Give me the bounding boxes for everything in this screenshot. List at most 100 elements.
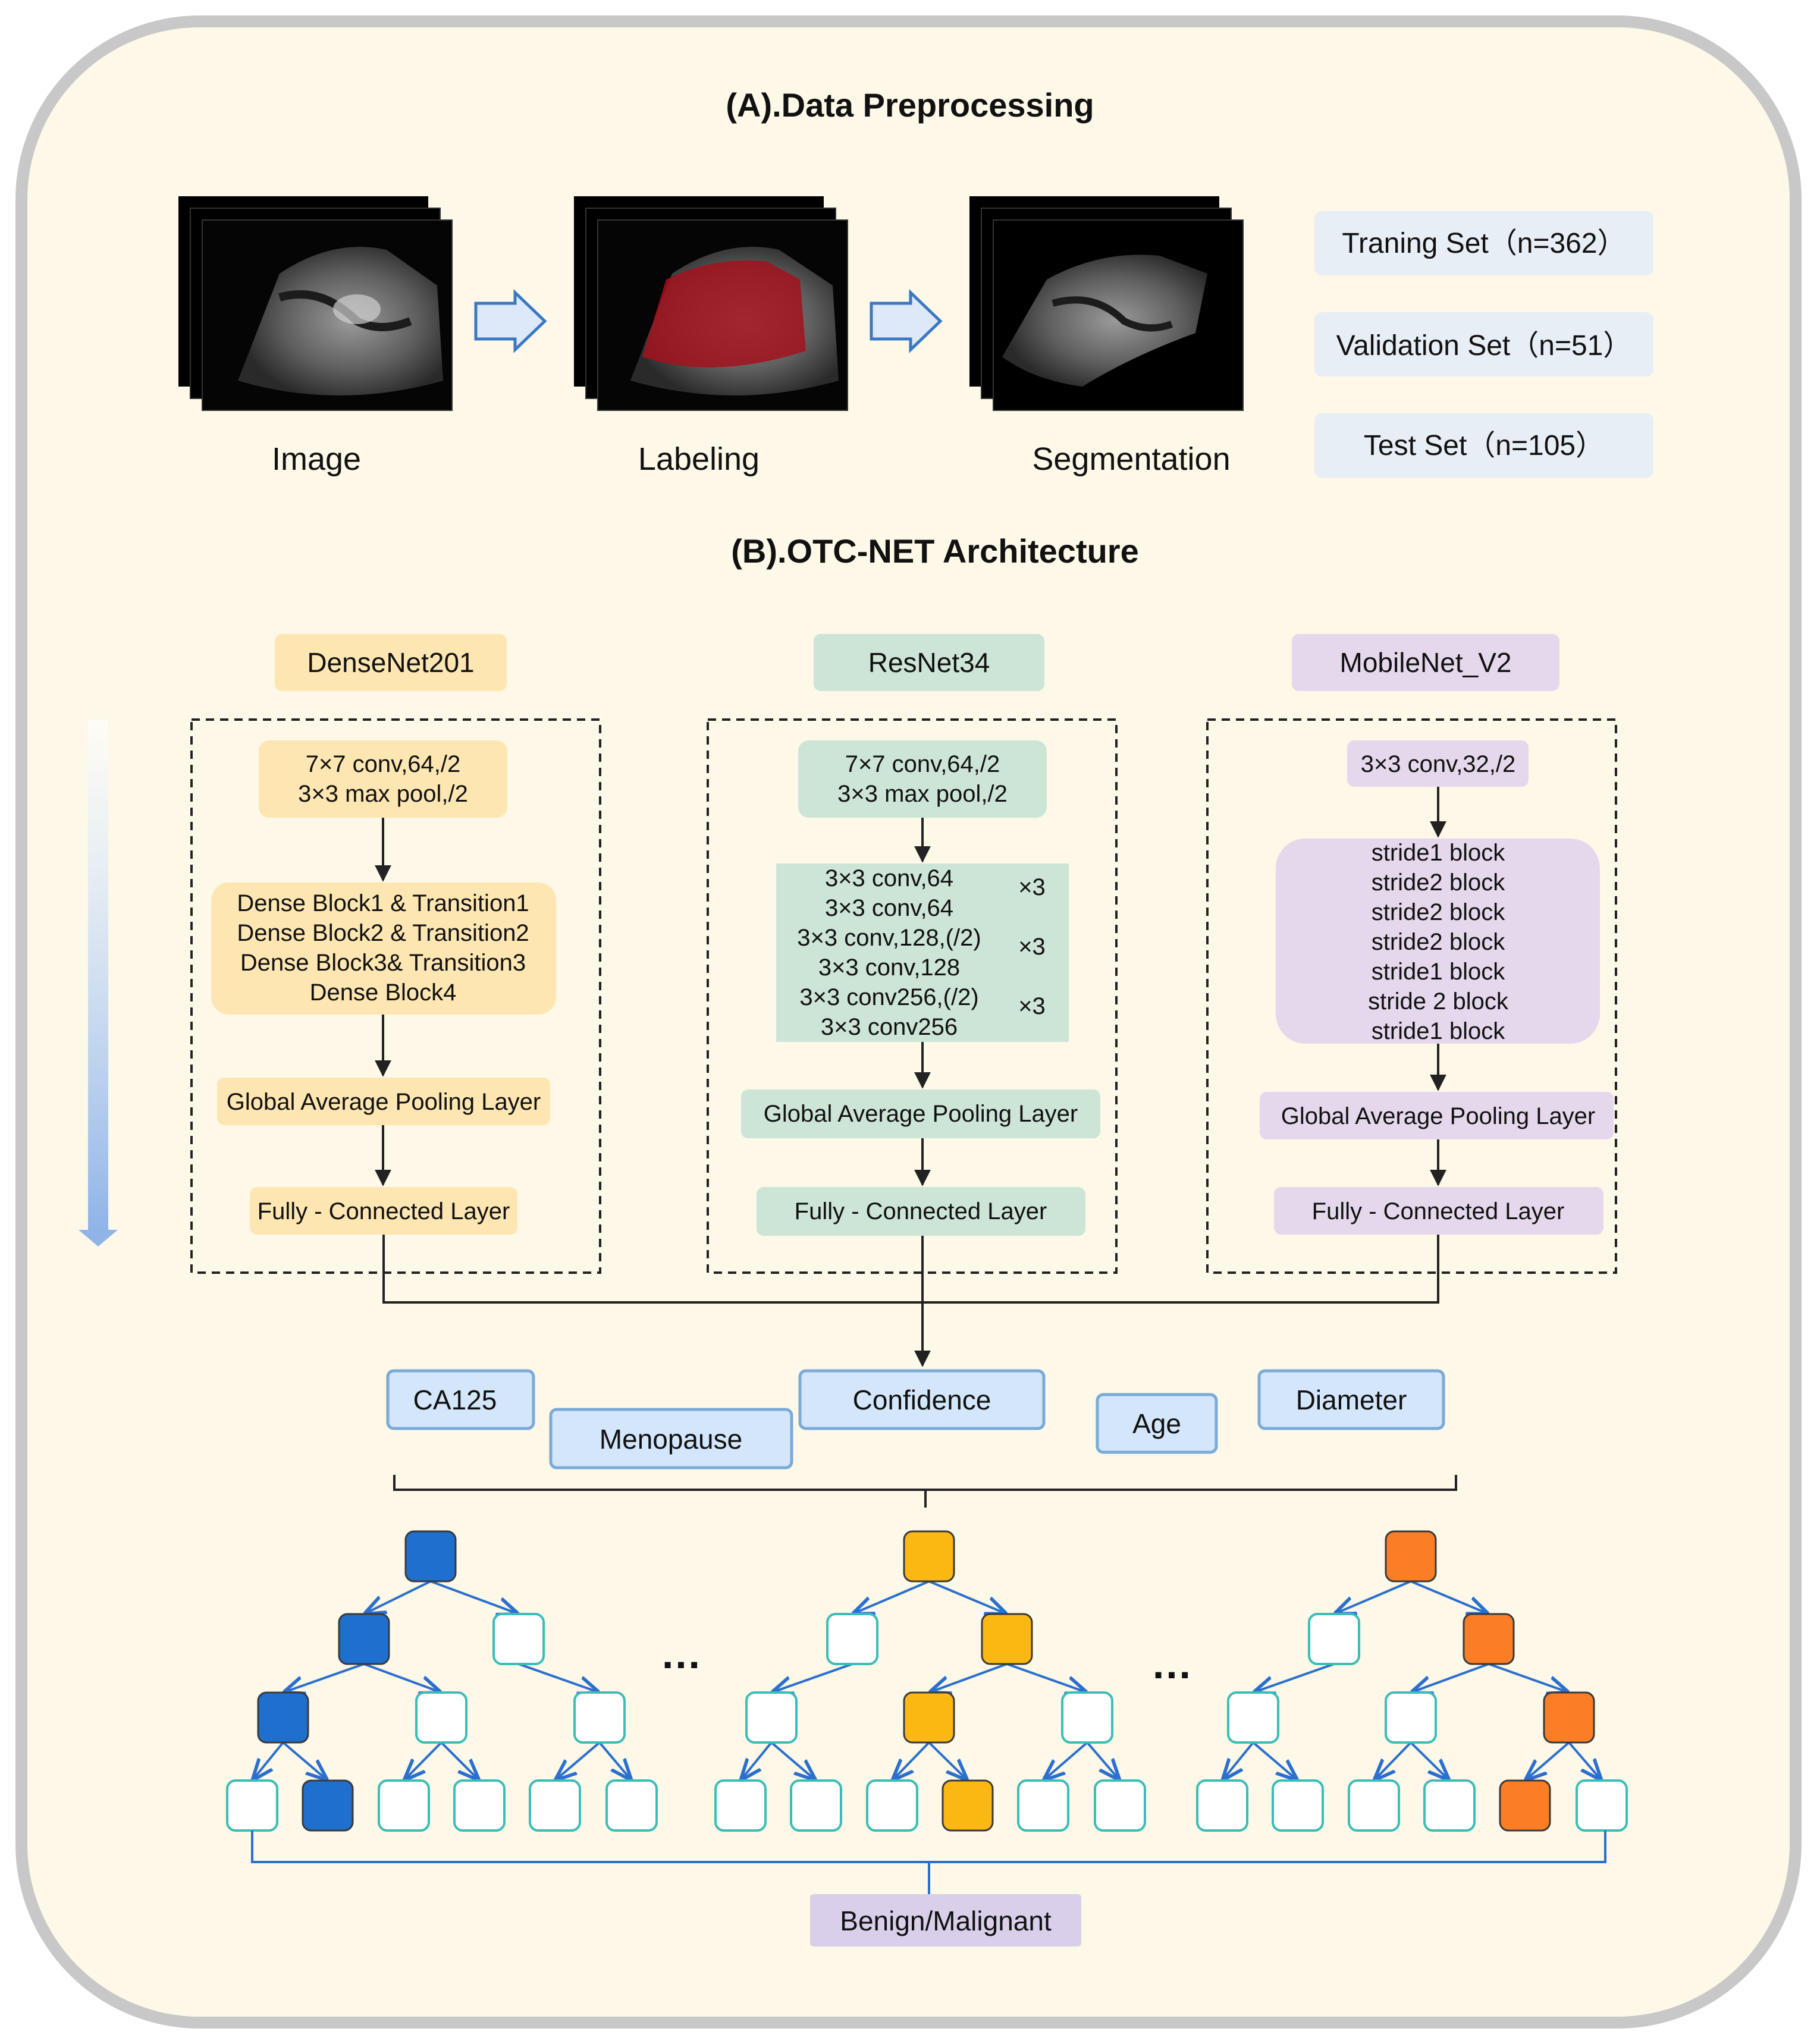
dataset-box (1314, 312, 1653, 376)
tree-edge (365, 1580, 431, 1613)
tree-node (1308, 1613, 1360, 1665)
tree-node-selected (404, 1530, 457, 1583)
resnet-gap-label: Global Average Pooling Layer (764, 1101, 1078, 1127)
dataset-label: Test Set（n=105） (1364, 430, 1604, 461)
label-mask (642, 260, 806, 368)
tree-edge (773, 1663, 853, 1692)
arrow-icon (870, 289, 943, 353)
tree-edge (440, 1741, 479, 1780)
densenet-block-line: Dense Block1 & Transition1 (237, 890, 529, 916)
tree-edge (598, 1741, 631, 1779)
flow-direction-arrow (79, 720, 118, 1247)
dataset-label: Traning Set（n=362） (1342, 228, 1625, 259)
resnet-layer-line: 3×3 conv,64 (825, 895, 953, 921)
arrow-icon (474, 289, 547, 353)
tree-edge (1526, 1741, 1570, 1780)
mobilenet-block-line: stride 2 block (1368, 988, 1509, 1015)
mobilenet-header (1292, 634, 1559, 691)
mobilenet-fc-label: Fully - Connected Layer (1312, 1198, 1565, 1224)
mobilenet-gap-label: Global Average Pooling Layer (1281, 1103, 1596, 1129)
tree-edge (1006, 1663, 1086, 1692)
tree-node-selected (903, 1691, 955, 1744)
densenet-stem (259, 740, 507, 818)
resnet-layer-line: 3×3 conv256,(/2) (799, 984, 978, 1010)
ellipsis: … (1151, 1641, 1192, 1687)
tree-node (1227, 1691, 1279, 1744)
resnet-repeat: ×3 (1018, 934, 1046, 960)
segmentation-image-stack (969, 196, 1244, 411)
step-label-labeling: Labeling (638, 441, 760, 477)
tree-edge (1374, 1741, 1412, 1780)
tree-node (790, 1779, 842, 1832)
tree-edge (1223, 1741, 1254, 1779)
tree-node-selected (1463, 1613, 1515, 1665)
ultrasound-image-stack (178, 196, 453, 411)
dataset-label: Validation Set（n=51） (1336, 330, 1632, 362)
section-a-title: (A).Data Preprocessing (726, 86, 1094, 124)
resnet-layer-line: 3×3 conv256 (821, 1014, 958, 1040)
tree-edge (1335, 1580, 1411, 1613)
densenet-title: DenseNet201 (307, 647, 474, 678)
feature-box-menopause (549, 1408, 793, 1470)
resnet-dashed-box (707, 718, 1118, 1274)
decision-trees (226, 1530, 1628, 1832)
resnet-stem-line: 3×3 max pool,/2 (837, 781, 1008, 807)
feature-label: Confidence (853, 1384, 991, 1415)
tree-node (826, 1613, 878, 1665)
ellipsis: … (660, 1631, 702, 1677)
feature-box-diameter (1257, 1369, 1445, 1430)
tree-node (714, 1779, 767, 1832)
step-label-image: Image (272, 441, 361, 477)
tree-node-selected (338, 1613, 390, 1665)
feature-label: Menopause (600, 1424, 742, 1455)
densenet-fc-label: Fully - Connected Layer (258, 1198, 510, 1224)
mobilenet-gap (1260, 1092, 1614, 1139)
tree-edge (284, 1663, 365, 1692)
feature-brace (393, 1475, 1457, 1508)
resnet-stem-line: 7×7 conv,64,/2 (845, 751, 1000, 777)
tree-node-selected (903, 1530, 955, 1583)
dataset-box (1314, 211, 1653, 275)
mobilenet-stem-label: 3×3 conv,32,/2 (1361, 751, 1516, 777)
feature-label: Age (1132, 1408, 1181, 1439)
tree-node (1272, 1779, 1324, 1832)
densenet-block-line: Dense Block2 & Transition2 (237, 920, 529, 946)
step-label-segmentation: Segmentation (1032, 441, 1230, 477)
densenet-stem-line: 3×3 max pool,/2 (298, 781, 468, 807)
tree-edge (928, 1580, 1006, 1613)
mobilenet-block-line: stride2 block (1372, 869, 1506, 896)
tree-node-selected (257, 1691, 309, 1744)
tree-edge (430, 1580, 517, 1613)
section-b-title: (B).OTC-NET Architecture (731, 532, 1139, 570)
resnet-header (814, 634, 1044, 691)
tree-edge (363, 1663, 440, 1692)
tree-node (529, 1779, 581, 1832)
tree-node (1061, 1691, 1113, 1744)
tree-node (1094, 1779, 1146, 1832)
tree-node (605, 1779, 658, 1832)
tree-node-selected (1499, 1779, 1551, 1832)
tree-edge (556, 1741, 601, 1780)
tree-node (453, 1779, 506, 1832)
resnet-layer-line: 3×3 conv,128,(/2) (797, 925, 981, 951)
mobilenet-block-line: stride1 block (1372, 840, 1506, 866)
tree-edge (1488, 1663, 1568, 1692)
output-connector (251, 1831, 1606, 1894)
tree-node (745, 1691, 798, 1744)
tree-node (1196, 1779, 1248, 1832)
tree-edge (1252, 1741, 1297, 1780)
tree-node-selected (1543, 1691, 1595, 1744)
feature-box-age (1096, 1393, 1218, 1454)
tree-edge (930, 1663, 1008, 1692)
densenet-block-line: Dense Block3& Transition3 (240, 950, 526, 976)
tree-node (1576, 1779, 1628, 1832)
tree-node (866, 1779, 918, 1832)
tree-edge (928, 1741, 967, 1780)
resnet-title: ResNet34 (868, 647, 990, 678)
tree-node (1348, 1779, 1400, 1832)
tree-edge (1254, 1663, 1335, 1692)
resnet-fc (757, 1187, 1085, 1236)
densenet-dashed-box (190, 718, 601, 1274)
tree-edge (853, 1580, 930, 1613)
